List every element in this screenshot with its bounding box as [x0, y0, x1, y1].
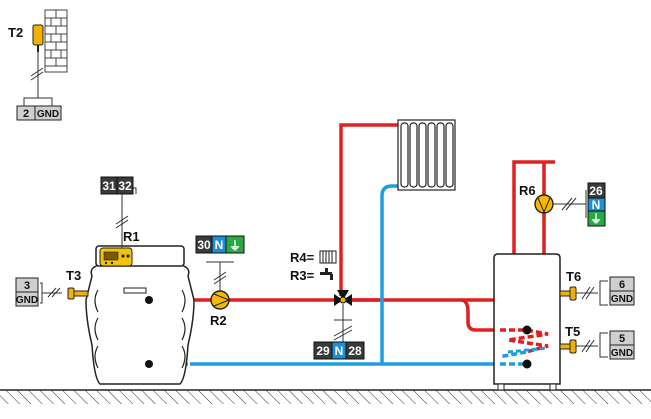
radiator — [397, 119, 456, 191]
ground — [0, 389, 651, 404]
boiler-grip-left — [94, 289, 99, 369]
coil-supply-port — [522, 325, 532, 335]
terminal-block-t2: 2 GND — [16, 105, 62, 121]
sensor-t6: T6 — [559, 269, 608, 306]
terminal-block-r2: 30 N ⏚ — [195, 235, 245, 254]
valve-legend: R4= R3= — [290, 250, 337, 283]
outdoor-sensor-t2: T2 — [8, 9, 68, 106]
label-r2: R2 — [210, 313, 227, 328]
svg-text:3: 3 — [24, 280, 30, 292]
mixing-valve — [333, 290, 353, 342]
label-r6: R6 — [519, 183, 536, 198]
svg-text:2: 2 — [23, 108, 29, 120]
terminal-block-t3: 3 GND — [15, 277, 39, 307]
label-r3: R3= — [290, 268, 315, 283]
svg-text:N: N — [592, 198, 601, 212]
terminal-block-t5: 5 GND — [609, 330, 635, 360]
label-t6: T6 — [566, 269, 581, 284]
sensor-t2-body — [32, 24, 44, 46]
brick-wall-icon — [44, 9, 68, 73]
tap-icon — [320, 268, 333, 280]
label-t2: T2 — [8, 25, 23, 40]
svg-text:26: 26 — [589, 184, 603, 198]
coil-return-port — [522, 359, 532, 369]
terminal-block-r1: 31 32 — [100, 176, 134, 195]
earth-icon: ⏚ — [590, 212, 602, 226]
boiler-grip-right — [181, 289, 186, 369]
svg-text:N: N — [335, 344, 344, 358]
svg-text:GND: GND — [37, 109, 59, 120]
svg-text:6: 6 — [619, 279, 625, 291]
sensor-t3: T3 — [40, 268, 89, 304]
heat-coil — [500, 328, 549, 366]
svg-text:28: 28 — [348, 344, 362, 358]
svg-text:29: 29 — [316, 344, 330, 358]
controller-r1: R1 — [99, 187, 140, 267]
terminal-block-mixing-valve: 29 N 28 — [313, 341, 365, 360]
svg-text:31: 31 — [102, 179, 116, 193]
svg-text:30: 30 — [197, 238, 211, 252]
terminal-block-r6: 26 N ⏚ — [587, 182, 606, 227]
earth-icon: ⏚ — [229, 239, 241, 253]
label-r1: R1 — [123, 229, 140, 244]
label-r4: R4= — [290, 250, 315, 265]
sensor-t5: T5 — [559, 324, 608, 358]
pump-r2: R2 — [206, 261, 234, 328]
boiler-return-port — [145, 360, 153, 368]
label-t3: T3 — [66, 268, 81, 283]
svg-text:GND: GND — [611, 348, 633, 359]
svg-text:GND: GND — [16, 295, 38, 306]
terminal-block-t6: 6 GND — [609, 276, 635, 306]
svg-text:5: 5 — [619, 333, 625, 345]
svg-text:GND: GND — [611, 294, 633, 305]
svg-text:32: 32 — [118, 179, 132, 193]
pump-r6: R6 — [519, 183, 587, 218]
label-t5: T5 — [565, 324, 580, 339]
boiler-supply-port — [145, 296, 153, 304]
svg-text:N: N — [215, 238, 224, 252]
boiler — [85, 245, 195, 385]
radiator-icon — [319, 250, 337, 264]
storage-tank — [493, 253, 561, 391]
